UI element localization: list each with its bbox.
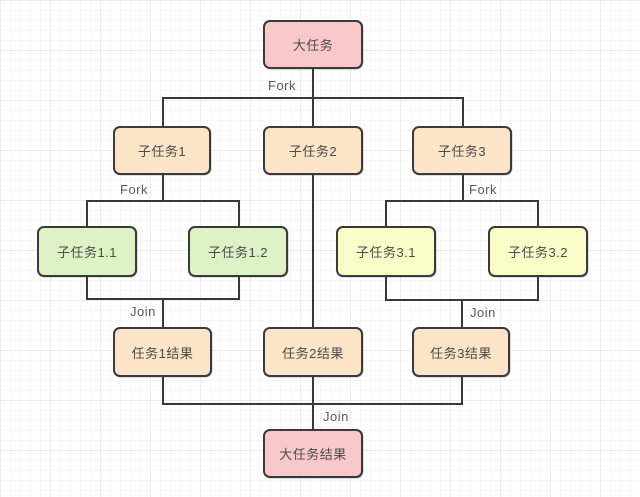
connector-line [385,202,387,226]
connector-line [537,277,539,301]
node-big-task: 大任务 [263,20,363,69]
connector-line [461,301,463,327]
node-subtask-3-1: 子任务3.1 [336,226,436,277]
node-subtask-3-2: 子任务3.2 [488,226,588,277]
node-result-3: 任务3结果 [412,327,510,377]
node-result-1: 任务1结果 [113,327,212,377]
connector-line [385,200,539,202]
edge-label-join-right: Join [470,305,496,320]
node-subtask-1: 子任务1 [113,126,211,175]
node-big-result: 大任务结果 [263,429,363,478]
edge-label-fork-right: Fork [469,182,497,197]
node-subtask-1-1: 子任务1.1 [37,226,137,277]
node-subtask-1-2: 子任务1.2 [188,226,288,277]
connector-line [461,377,463,405]
connector-line [162,99,164,126]
connector-line [162,403,463,405]
connector-line [385,277,387,301]
connector-line [86,202,88,226]
connector-line [162,175,164,202]
node-result-2: 任务2结果 [263,327,363,377]
node-subtask-2: 子任务2 [263,126,363,175]
edge-label-join-left: Join [130,304,156,319]
connector-line [462,99,464,126]
connector-line [238,277,240,300]
edge-label-join-bottom: Join [323,409,349,424]
connector-line [537,202,539,226]
edge-label-fork-top: Fork [268,78,296,93]
connector-line [86,277,88,300]
edge-label-fork-left: Fork [120,182,148,197]
connector-line [462,175,464,202]
connector-line [86,200,240,202]
node-subtask-3: 子任务3 [412,126,512,175]
connector-line [86,298,240,300]
connector-line [162,97,464,99]
connector-line [162,377,164,405]
connector-line [312,175,314,327]
connector-line [238,202,240,226]
connector-line [162,300,164,327]
connector-line [385,299,539,301]
